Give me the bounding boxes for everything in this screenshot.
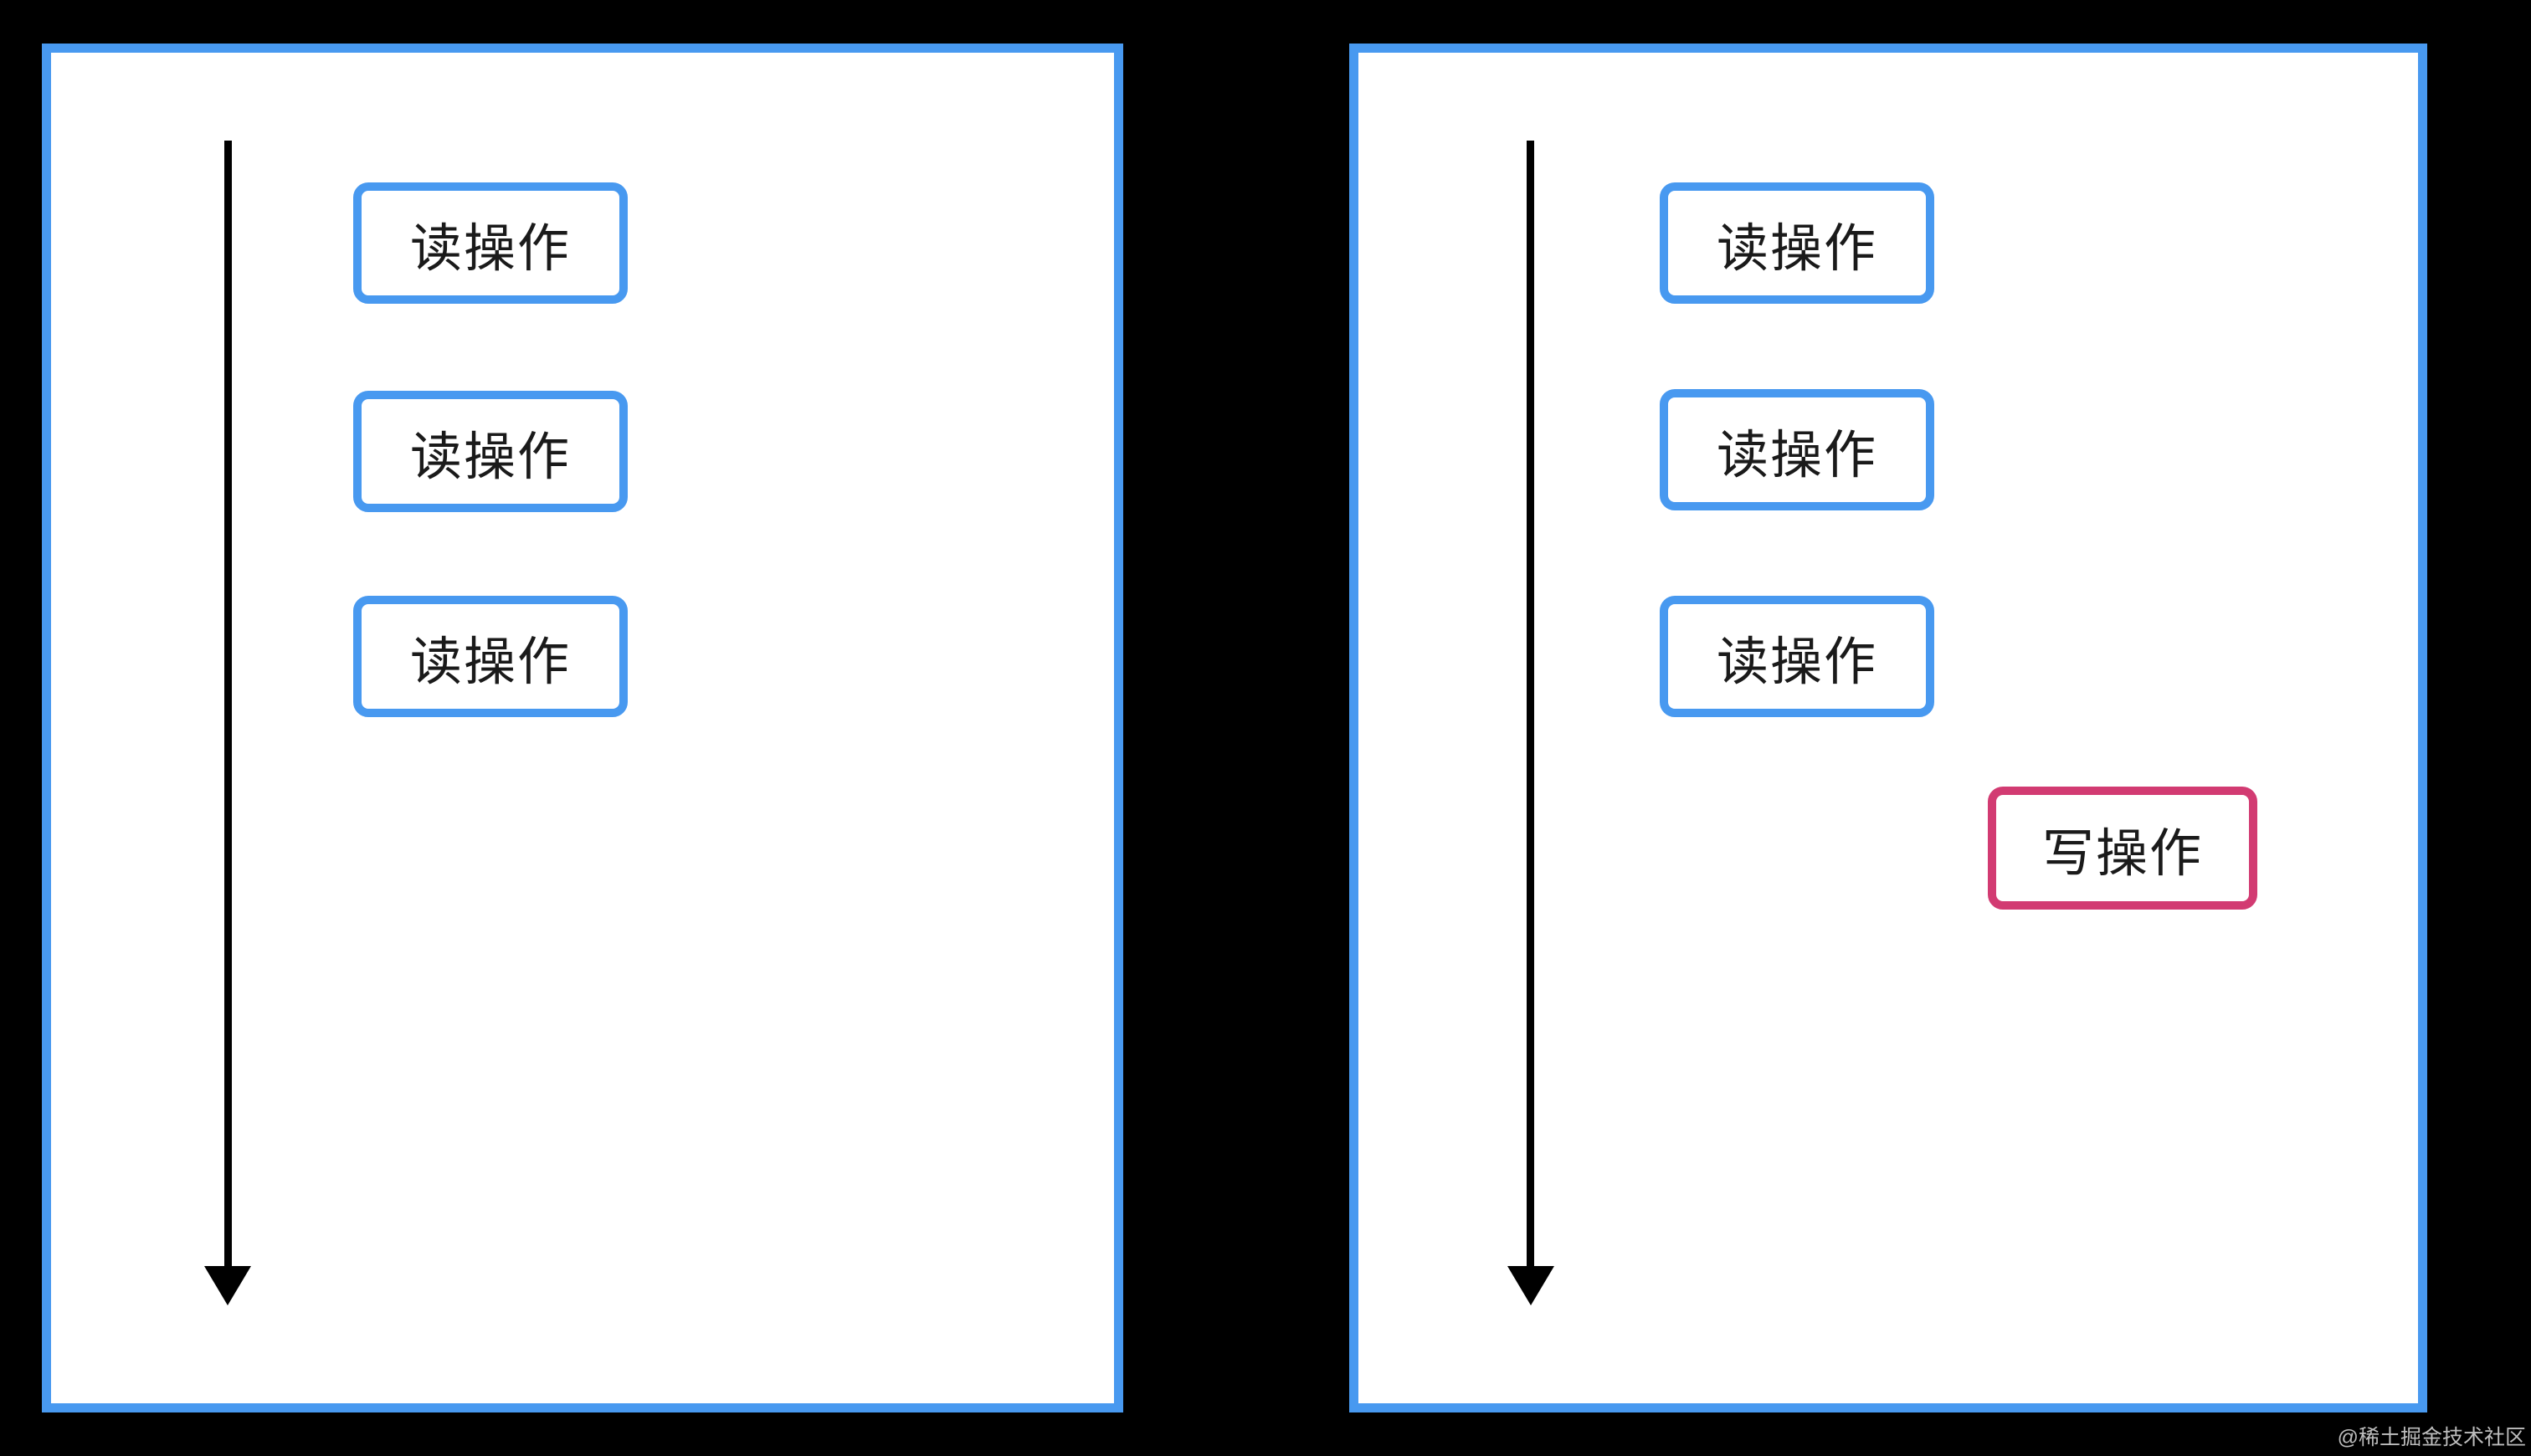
write-operation-box: 写操作 <box>1988 787 2257 910</box>
read-operation-label: 读操作 <box>1716 426 1877 484</box>
read-operation-label: 读操作 <box>409 428 571 486</box>
right-timeline-arrow-head-icon <box>1507 1266 1554 1305</box>
read-operation-label: 读操作 <box>1716 219 1877 278</box>
read-operation-label: 读操作 <box>409 633 571 691</box>
left-timeline-arrow-line <box>224 141 232 1266</box>
read-operation-label: 读操作 <box>1716 633 1877 691</box>
read-operation-box: 读操作 <box>1660 182 1934 304</box>
write-operation-label: 写操作 <box>2041 824 2203 883</box>
read-operation-box: 读操作 <box>353 391 628 512</box>
watermark-text: @稀土掘金技术社区 <box>2337 1426 2526 1449</box>
read-operation-box: 读操作 <box>1660 389 1934 510</box>
read-operation-box: 读操作 <box>1660 596 1934 717</box>
read-operation-box: 读操作 <box>353 596 628 717</box>
read-operation-box: 读操作 <box>353 182 628 304</box>
left-timeline-arrow-head-icon <box>204 1266 251 1305</box>
right-timeline-arrow-line <box>1527 141 1534 1266</box>
read-operation-label: 读操作 <box>409 219 571 278</box>
